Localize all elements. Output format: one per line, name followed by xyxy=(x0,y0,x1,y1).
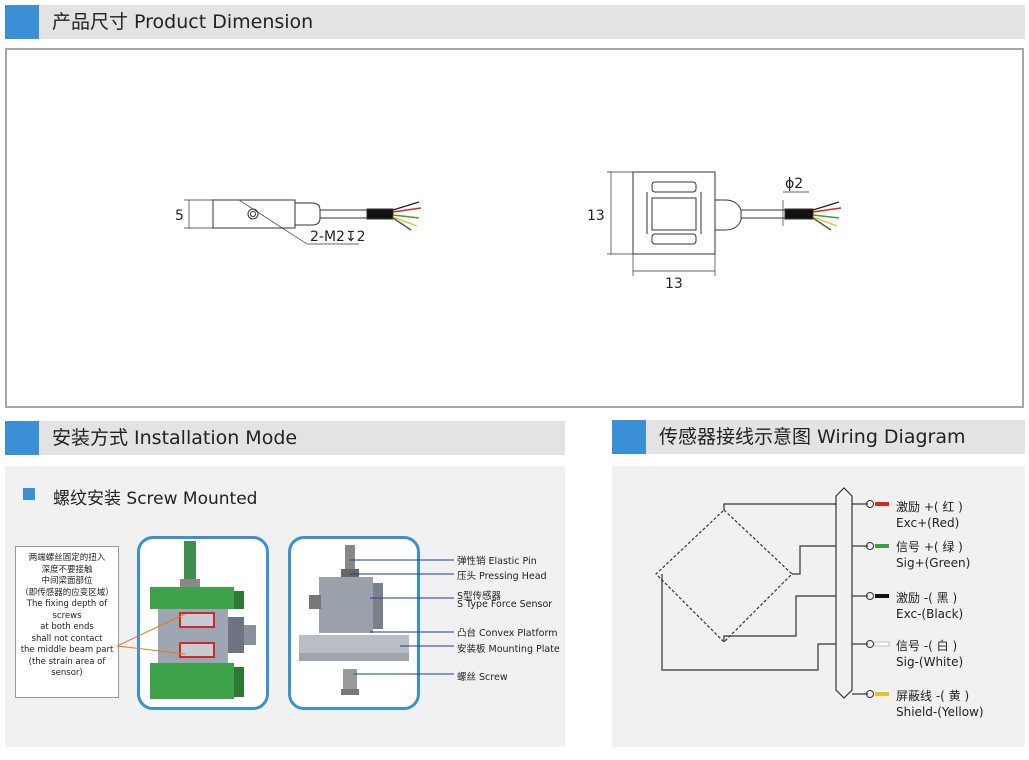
screw-mounted-subtitle: 螺纹安装 Screw Mounted xyxy=(53,489,258,509)
label-s-sensor-cn: S型传感器 xyxy=(457,591,502,602)
note-en-line: the middle beam part xyxy=(20,645,114,655)
sensor-3d-illustration xyxy=(150,541,256,699)
note-cn-line: 深度不要接触 xyxy=(41,564,93,575)
wire-sig-plus-en: Sig+(Green) xyxy=(896,556,971,570)
wiring-title: 传感器接线示意图 Wiring Diagram xyxy=(659,426,966,448)
screw-depth-note: 两端螺丝固定的扭入 深度不要接触 中间梁面部位 （即传感器的应变区域） The … xyxy=(15,546,119,698)
label-pressing-head: 压头 Pressing Head xyxy=(457,571,547,582)
note-en-line: at both ends xyxy=(40,622,94,632)
wiring-header: 传感器接线示意图 Wiring Diagram xyxy=(612,420,1025,454)
dimension-title: 产品尺寸 Product Dimension xyxy=(52,11,314,33)
installation-header: 安装方式 Installation Mode xyxy=(5,421,565,455)
wiring-schematic xyxy=(655,487,890,699)
side-view xyxy=(184,199,394,245)
front-view xyxy=(607,171,814,276)
cable-diameter-label: ϕ2 xyxy=(785,176,803,192)
wire-terminals xyxy=(866,500,890,698)
label-convex-platform: 凸台 Convex Platform xyxy=(457,628,558,639)
assembly-illustration xyxy=(299,545,409,695)
dimension-panel: 5 2-M2↧2 xyxy=(5,48,1024,408)
wire-shield-en: Shield-(Yellow) xyxy=(896,705,984,719)
note-leader-lines xyxy=(117,613,186,655)
wire-sig-minus-en: Sig-(White) xyxy=(896,655,964,669)
note-en-line: (the strain area of sensor) xyxy=(28,656,106,679)
label-screw: 螺丝 Screw xyxy=(457,672,508,683)
front-width-label: 13 xyxy=(665,276,683,292)
wiring-panel: 激励 +( 红 ) Exc+(Red) 信号 +( 绿 ) Sig+(Green… xyxy=(612,466,1025,747)
header-accent-block xyxy=(5,5,39,39)
note-cn-line: 两端螺丝固定的扭入 xyxy=(28,553,106,563)
installation-panel: 螺纹安装 Screw Mounted 两端螺丝固定的扭入 深度不要接触 中间梁面… xyxy=(5,466,565,747)
note-en-line: The fixing depth of screws xyxy=(26,599,108,621)
dimension-header: 产品尺寸 Product Dimension xyxy=(5,5,1025,39)
note-cn-line: （即传感器的应变区域） xyxy=(20,587,114,598)
side-height-label: 5 xyxy=(175,208,184,224)
wire-exc-plus-cn: 激励 +( 红 ) xyxy=(896,500,963,514)
installation-title: 安装方式 Installation Mode xyxy=(52,427,298,449)
front-height-label: 13 xyxy=(587,208,605,224)
note-en-line: shall not contact xyxy=(31,633,103,644)
sensor-3d-frame xyxy=(137,536,269,710)
label-s-sensor-en: S Type Force Sensor xyxy=(457,599,553,610)
assembly-leader-lines xyxy=(350,559,454,675)
label-elastic-pin: 弹性销 Elastic Pin xyxy=(457,556,537,567)
wire-sig-minus-cn: 信号 -( 白 ) xyxy=(896,639,958,653)
thread-callout-label: 2-M2↧2 xyxy=(310,229,366,245)
side-view-wires xyxy=(392,201,422,231)
wire-exc-minus-cn: 激励 -( 黑 ) xyxy=(896,591,958,605)
bullet-square xyxy=(23,488,35,500)
wire-exc-plus-en: Exc+(Red) xyxy=(896,516,960,530)
header-accent-block xyxy=(5,421,39,455)
dimension-drawing: 5 2-M2↧2 xyxy=(175,171,842,292)
wire-sig-plus-cn: 信号 +( 绿 ) xyxy=(896,540,963,554)
wire-shield-cn: 屏蔽线 -( 黄 ) xyxy=(896,689,970,703)
wire-exc-minus-en: Exc-(Black) xyxy=(896,607,964,621)
front-view-wires xyxy=(812,201,842,231)
label-mounting-plate: 安装板 Mounting Plate xyxy=(457,644,560,655)
header-accent-block xyxy=(612,420,646,454)
assembly-frame xyxy=(288,536,420,710)
note-cn-line: 中间梁面部位 xyxy=(41,576,93,586)
